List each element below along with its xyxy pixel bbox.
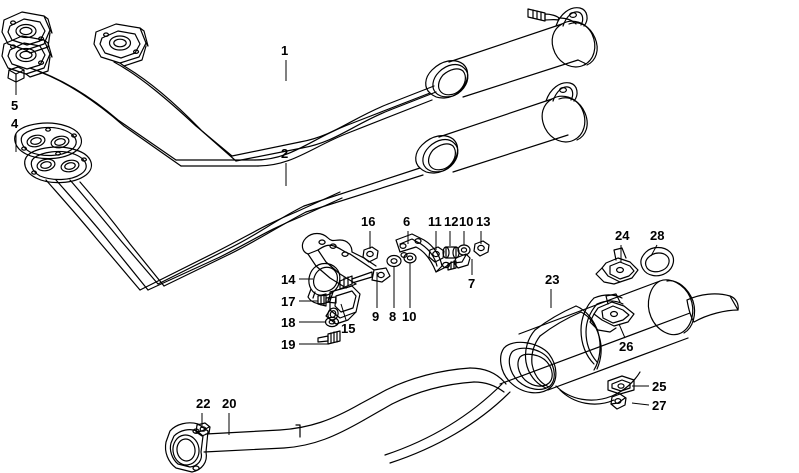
callout-label-11: 11 <box>428 214 442 229</box>
callout-label-28: 28 <box>650 228 665 243</box>
callout-label-6: 6 <box>403 214 411 229</box>
callout-label-27: 27 <box>652 398 667 413</box>
callout-label-14: 14 <box>281 272 296 287</box>
part-13-nut <box>473 240 490 257</box>
part-7-bolt <box>447 253 471 271</box>
part-22-nut <box>195 422 211 437</box>
callout-label-10: 10 <box>459 214 474 229</box>
part-28-rubber-ring <box>640 246 675 277</box>
part-25-strap-end <box>607 375 635 395</box>
leader-line-15 <box>340 303 347 321</box>
callout-label-12: 12 <box>444 214 459 229</box>
callout-label-8: 8 <box>389 309 397 324</box>
leader-line-27 <box>631 402 650 406</box>
part-27-nut <box>610 393 627 410</box>
callout-label-19: 19 <box>281 337 296 352</box>
part-2-front-pipe-lower <box>14 82 588 291</box>
callout-label-22: 22 <box>196 396 211 411</box>
part-24-hanger-bracket <box>595 247 639 285</box>
callout-label-10: 10 <box>402 309 417 324</box>
callout-label-16: 16 <box>361 214 376 229</box>
callout-label-2: 2 <box>281 146 289 161</box>
part-20-rear-pipe <box>164 367 507 473</box>
callout-label-18: 18 <box>281 315 296 330</box>
callout-label-7: 7 <box>468 276 476 291</box>
part-6-exhaust-bracket <box>395 233 453 273</box>
callout-label-25: 25 <box>652 379 667 394</box>
part-9-bolt <box>339 271 373 290</box>
part-11-nut <box>428 246 445 263</box>
callout-label-26: 26 <box>619 339 634 354</box>
callout-leader-lines <box>15 60 658 435</box>
callout-label-17: 17 <box>281 294 296 309</box>
part-23-rear-silencer <box>384 246 739 464</box>
callout-label-23: 23 <box>545 272 560 287</box>
callout-label-9: 9 <box>372 309 380 324</box>
part-26-support-bracket <box>589 293 635 333</box>
callout-label-24: 24 <box>615 228 630 243</box>
part-19-bolt-long <box>317 330 341 345</box>
callout-label-20: 20 <box>222 396 237 411</box>
callout-label-1: 1 <box>281 43 289 58</box>
leader-line-26 <box>618 323 626 339</box>
callout-label-13: 13 <box>476 214 491 229</box>
leader-line-28 <box>650 244 658 257</box>
callout-label-5: 5 <box>11 98 19 113</box>
callout-label-15: 15 <box>341 321 356 336</box>
callout-label-4: 4 <box>11 116 19 131</box>
part-1-front-pipe-upper <box>1 7 598 167</box>
